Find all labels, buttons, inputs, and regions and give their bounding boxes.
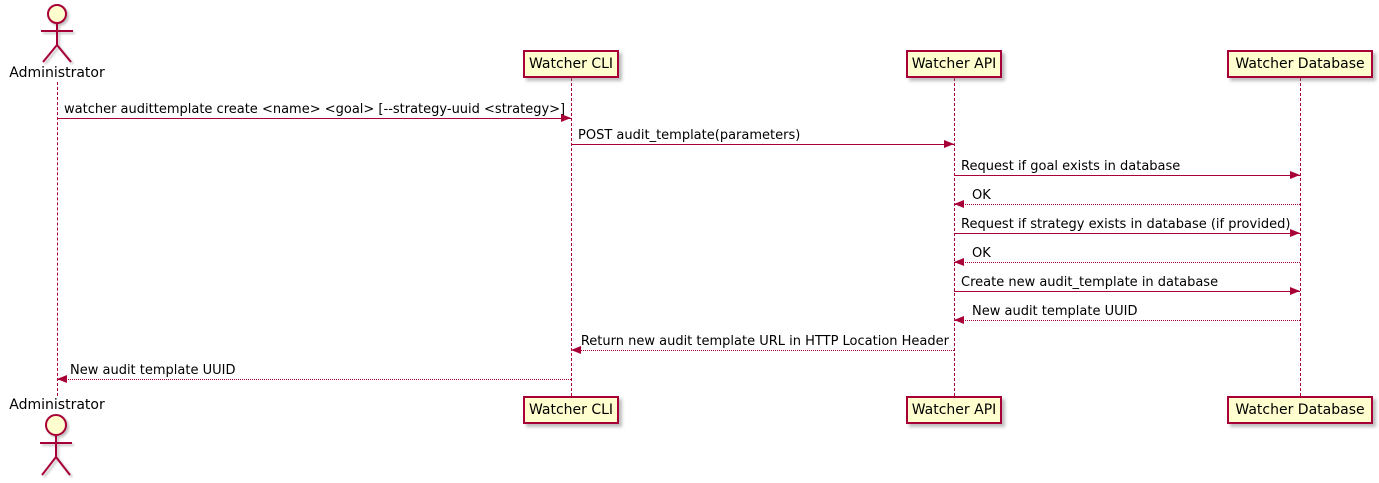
actor-administrator-icon	[41, 4, 73, 63]
message-label: watcher audittemplate create <name> <goa…	[64, 102, 566, 117]
arrowhead-right-icon	[1290, 229, 1300, 237]
lifeline-administrator	[57, 82, 58, 396]
arrowhead-left-icon	[57, 375, 67, 383]
participant-watcher-api-top: Watcher API	[906, 50, 1002, 78]
lifeline-watcher-cli	[571, 78, 572, 396]
message-label: Return new audit template URL in HTTP Lo…	[580, 334, 949, 349]
message-line	[57, 118, 571, 119]
participant-watcher-cli-top: Watcher CLI	[523, 50, 619, 78]
arrowhead-right-icon	[561, 114, 571, 122]
participant-label: Watcher CLI	[528, 56, 614, 72]
participant-label: Watcher Database	[1235, 56, 1365, 72]
arrowhead-right-icon	[1290, 171, 1300, 179]
actor-label-administrator-top: Administrator	[9, 65, 105, 81]
participant-label: Watcher CLI	[528, 402, 614, 418]
participant-watcher-database-top: Watcher Database	[1227, 50, 1373, 78]
message-line	[954, 291, 1300, 292]
arrowhead-left-icon	[954, 258, 964, 266]
arrowhead-right-icon	[944, 140, 954, 148]
actor-label-administrator-bottom: Administrator	[9, 397, 105, 413]
arrowhead-right-icon	[1290, 287, 1300, 295]
actor-administrator-icon	[40, 414, 72, 476]
message-line	[954, 204, 1300, 205]
message-label: POST audit_template(parameters)	[578, 128, 801, 143]
message-label: New audit template UUID	[972, 304, 1138, 319]
message-label: OK	[972, 246, 991, 261]
lifeline-watcher-api	[954, 78, 955, 396]
message-line	[57, 379, 571, 380]
message-line	[571, 144, 954, 145]
participant-label: Watcher Database	[1235, 402, 1365, 418]
arrowhead-left-icon	[954, 200, 964, 208]
message-label: New audit template UUID	[70, 363, 236, 378]
message-line	[954, 262, 1300, 263]
message-line	[954, 175, 1300, 176]
participant-watcher-cli-bottom: Watcher CLI	[523, 396, 619, 424]
arrowhead-left-icon	[571, 346, 581, 354]
message-label: OK	[972, 188, 991, 203]
participant-watcher-database-bottom: Watcher Database	[1227, 396, 1373, 424]
message-label: Request if goal exists in database	[961, 159, 1181, 174]
message-label: Request if strategy exists in database (…	[961, 217, 1291, 232]
message-line	[954, 233, 1300, 234]
participant-label: Watcher API	[911, 56, 997, 72]
message-line	[571, 350, 954, 351]
participant-label: Watcher API	[911, 402, 997, 418]
message-line	[954, 320, 1300, 321]
lifeline-watcher-database	[1300, 78, 1301, 396]
arrowhead-left-icon	[954, 316, 964, 324]
participant-watcher-api-bottom: Watcher API	[906, 396, 1002, 424]
message-label: Create new audit_template in database	[961, 275, 1219, 290]
